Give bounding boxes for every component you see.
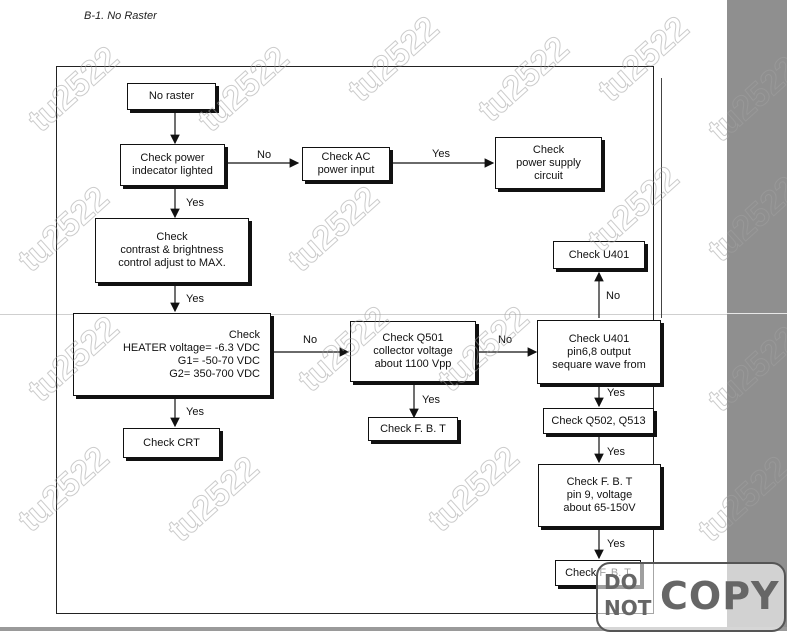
box-check-power-indicator: Check power indecator lighted <box>120 144 225 186</box>
box-check-q502-q513: Check Q502, Q513 <box>543 408 654 434</box>
stamp-text-not: NOT <box>604 596 652 620</box>
box-check-fbt-1: Check F. B. T <box>368 417 458 441</box>
box-check-u401: Check U401 <box>553 241 645 269</box>
stamp-text-copy: COPY <box>660 574 780 618</box>
label-yes-8: Yes <box>607 538 625 550</box>
page-title: B-1. No Raster <box>84 10 157 22</box>
label-yes-1: Yes <box>432 148 450 160</box>
stamp-text-do: DO <box>604 570 638 594</box>
label-no-1: No <box>257 149 272 161</box>
page-divider <box>0 314 727 315</box>
box-check-ac-power: Check AC power input <box>302 147 390 181</box>
box-check-contrast-brightness: Check contrast & brightness control adju… <box>95 218 249 283</box>
bottom-bar <box>0 627 787 631</box>
box-no-raster: No raster <box>127 83 216 110</box>
label-yes-3: Yes <box>186 293 204 305</box>
label-yes-4: Yes <box>186 406 204 418</box>
label-yes-2: Yes <box>186 197 204 209</box>
side-band <box>727 0 787 631</box>
frame-inner-rule <box>661 78 662 318</box>
box-check-fbt-pin9: Check F. B. T pin 9, voltage about 65-15… <box>538 464 661 527</box>
label-yes-5: Yes <box>422 394 440 406</box>
box-check-heater-voltage: Check HEATER voltage= -6.3 VDC G1= -50-7… <box>73 313 271 396</box>
label-yes-6: Yes <box>607 387 625 399</box>
box-check-q501: Check Q501 collector voltage about 1100 … <box>350 321 476 382</box>
side-band-divider <box>727 313 787 314</box>
do-not-copy-stamp: DO NOT COPY <box>596 562 786 632</box>
label-no-2: No <box>303 334 318 346</box>
box-check-u401-pin: Check U401 pin6,8 output sequare wave fr… <box>537 320 661 384</box>
label-no-4: No <box>606 290 621 302</box>
box-check-crt: Check CRT <box>123 428 220 458</box>
label-no-3: No <box>498 334 513 346</box>
label-yes-7: Yes <box>607 446 625 458</box>
box-check-power-supply: Check power supply circuit <box>495 137 602 189</box>
